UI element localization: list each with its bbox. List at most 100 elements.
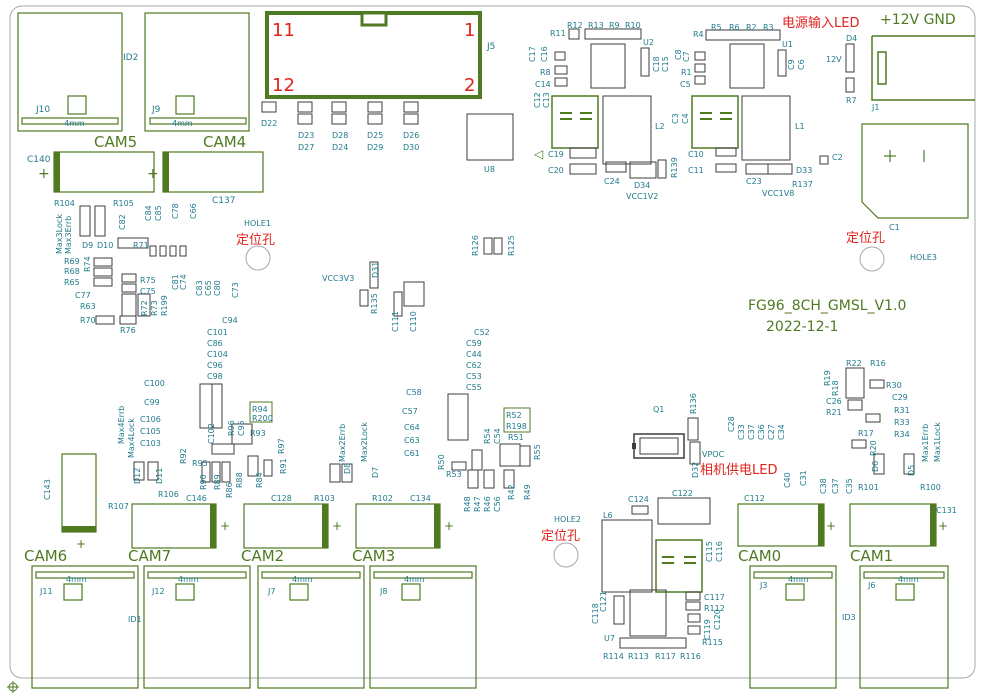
chip-u8 — [466, 113, 514, 161]
refdes-r20: R20 — [869, 440, 878, 456]
refdes-r49: R49 — [523, 484, 532, 500]
status-max1lock: Max1Lock — [933, 422, 942, 462]
refdes-u1: U1 — [782, 40, 793, 49]
refdes-d26: D26 — [403, 131, 419, 140]
refdes-c59: C59 — [466, 339, 482, 348]
refdes-c14: C14 — [535, 80, 551, 89]
refdes-c96: C96 — [207, 361, 223, 370]
refdes-r126: R126 — [471, 235, 480, 256]
svg-text:+: + — [220, 519, 230, 533]
refdes-c75: C75 — [140, 287, 156, 296]
size-j3: 4mm — [788, 575, 809, 584]
refdes-d4: D4 — [846, 34, 857, 43]
refdes-c53: C53 — [466, 372, 482, 381]
refdes-r73: R73 — [150, 300, 159, 316]
refdes-d7: D7 — [371, 467, 380, 478]
refdes-q1: Q1 — [653, 405, 664, 414]
refdes-c55: C55 — [466, 383, 482, 392]
refdes-c38: C38 — [819, 478, 828, 494]
refdes-r89: R89 — [213, 474, 222, 490]
refdes-r68: R68 — [64, 267, 80, 276]
refdes-r6: R6 — [729, 23, 740, 32]
refdes-d22: D22 — [261, 119, 277, 128]
refdes-c4: C4 — [681, 113, 690, 124]
refdes-r107: R107 — [108, 502, 129, 511]
refdes-c18: C18 — [652, 56, 661, 72]
refdes-r46: R46 — [483, 496, 492, 512]
refdes-c66: C66 — [189, 203, 198, 219]
hole2-annotation: 定位孔 — [541, 529, 580, 544]
header-pin-11: 11 — [272, 20, 295, 41]
refdes-j6: J7 — [267, 587, 275, 596]
power-vpoc: VPOC — [702, 450, 725, 459]
led-row — [261, 101, 419, 125]
refdes-c116: C116 — [715, 541, 724, 562]
refdes-d10: D10 — [97, 241, 113, 250]
refdes-d12: D12 — [133, 468, 142, 484]
refdes-c99: C99 — [144, 398, 160, 407]
cam1-label: CAM1 — [850, 547, 893, 565]
refdes-c35: C35 — [845, 478, 854, 494]
size-j12: 4mm — [178, 575, 199, 584]
board-outline — [9, 5, 976, 679]
cap-c1 — [861, 123, 969, 219]
refdes-r94: R94 — [252, 405, 268, 414]
refdes-d25: D25 — [367, 131, 383, 140]
refdes-u8: U8 — [484, 165, 495, 174]
refdes-c52: C52 — [474, 328, 490, 337]
cam0-label: CAM0 — [738, 547, 781, 565]
refdes-c120: C120 — [713, 609, 722, 630]
refdes-r125: R125 — [507, 235, 516, 256]
refdes-r75: R75 — [140, 276, 156, 285]
refdes-r7: R7 — [846, 96, 857, 105]
header-pin-12: 12 — [272, 75, 295, 96]
refdes-r91: R91 — [279, 458, 288, 474]
size-j11: 4mm — [66, 575, 87, 584]
power-vcc3v3: VCC3V3 — [322, 274, 354, 283]
header-pin-1: 1 — [464, 20, 475, 41]
refdes-r76: R76 — [120, 326, 136, 335]
cap-c128-band — [322, 504, 328, 548]
connector-j7 — [859, 565, 949, 689]
refdes-id3: ID3 — [842, 613, 856, 622]
refdes-r114: R114 — [603, 652, 624, 661]
refdes-r74: R74 — [83, 256, 92, 272]
refdes-c84: C84 — [144, 205, 153, 221]
refdes-c63: C63 — [404, 436, 420, 445]
refdes-c118: C118 — [591, 603, 600, 624]
q1-tab-left — [632, 443, 636, 449]
refdes-r3: R3 — [763, 23, 774, 32]
refdes-r9: R9 — [609, 21, 620, 30]
refdes-c81: C81 — [171, 274, 180, 290]
refdes-c13: C13 — [542, 92, 551, 108]
refdes-c9: C9 — [787, 59, 796, 70]
refdes-c29: C29 — [892, 393, 908, 402]
refdes-r93: R93 — [250, 429, 266, 438]
refdes-l1: L1 — [795, 122, 805, 131]
connector-j9 — [144, 12, 250, 132]
refdes-c78: C78 — [171, 203, 180, 219]
refdes-c86: C86 — [207, 339, 223, 348]
refdes-r51: R51 — [508, 433, 524, 442]
refdes-d31: D31 — [371, 262, 380, 278]
cap-c134-band — [434, 504, 440, 548]
cap-c140: + — [38, 151, 155, 193]
refdes-c33: C33 — [737, 424, 746, 440]
refdes-r113: R113 — [628, 652, 649, 661]
refdes-c28: C28 — [727, 416, 736, 432]
refdes-r139: R139 — [670, 157, 679, 178]
cluster-top-left — [79, 205, 187, 325]
refdes-d8: D8 — [343, 463, 352, 474]
refdes-c111: C111 — [391, 311, 400, 332]
cap-c112-band — [818, 504, 824, 546]
refdes-r88: R88 — [235, 472, 244, 488]
refdes-r199: R199 — [160, 295, 169, 316]
refdes-r72: R72 — [140, 300, 149, 316]
refdes-c95: C95 — [237, 420, 246, 436]
refdes-r117: R117 — [655, 652, 676, 661]
refdes-d24: D24 — [332, 143, 348, 152]
refdes-r4: R4 — [693, 30, 704, 39]
refdes-r17: R17 — [858, 429, 874, 438]
connector-j8 — [369, 565, 477, 689]
origin-marker — [7, 681, 19, 693]
